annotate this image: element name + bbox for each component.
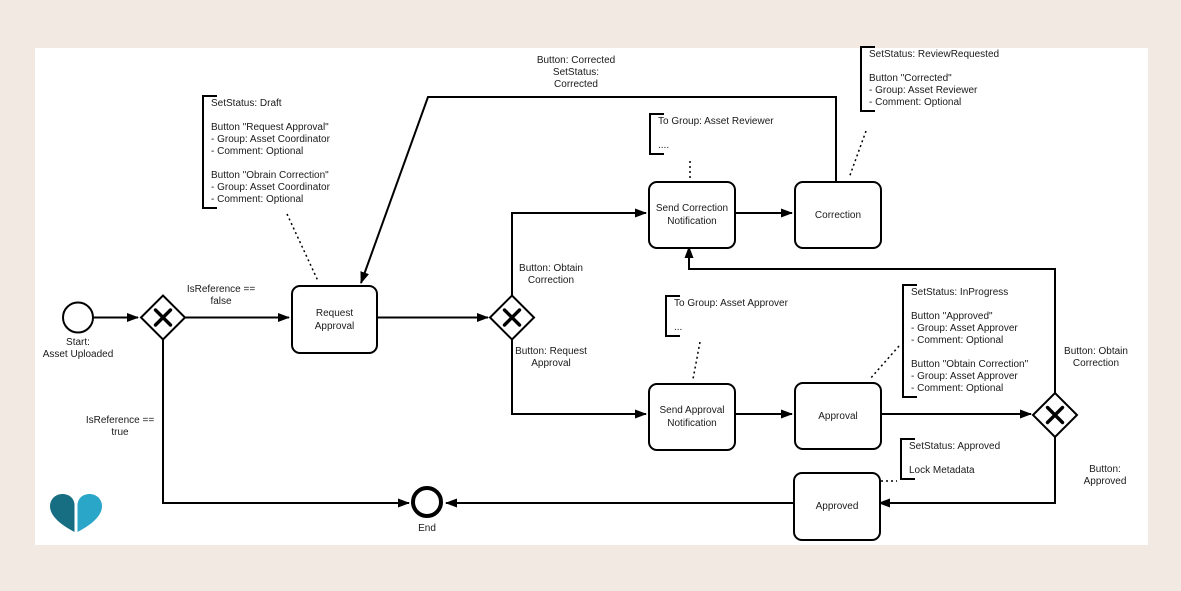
flow-gateway3-to-approved	[878, 437, 1056, 508]
link-approver-note	[692, 341, 701, 380]
flow-gateway2-to-send-approval	[511, 339, 647, 419]
edge-label-button-request-approval: Button: Request Approval	[515, 346, 587, 369]
note-to-group-reviewer: To Group: Asset Reviewer ....	[649, 113, 776, 155]
edge-label-button-obtain-correction-right: Button: Obtain Correction	[1064, 346, 1128, 369]
end-event-label: End	[418, 523, 436, 534]
link-draft-note	[286, 213, 319, 282]
logo-left-half	[50, 494, 75, 532]
edge-label-isreference-true: IsReference == true	[85, 415, 155, 438]
note-review-requested: SetStatus: ReviewRequested Button "Corre…	[860, 46, 1001, 112]
note-to-group-approver: To Group: Asset Approver ...	[665, 295, 790, 337]
edge-label-button-approved: Button: Approved	[1083, 464, 1127, 487]
link-review-requested-note	[848, 130, 867, 179]
task-send-approval-notification: Send Approval Notification	[648, 383, 736, 451]
annotation-links	[286, 130, 900, 482]
diagram-canvas	[35, 48, 1148, 545]
note-in-progress: SetStatus: InProgress Button "Approved" …	[902, 284, 1030, 398]
task-request-approval: Request Approval	[291, 285, 378, 354]
task-correction: Correction	[794, 181, 882, 249]
flow-correction-to-request-approval	[360, 96, 837, 284]
task-approval: Approval	[794, 382, 882, 450]
note-draft-status: SetStatus: Draft Button "Request Approva…	[202, 95, 332, 209]
edge-label-isreference-false: IsReference == false	[186, 284, 256, 307]
start-event-label: Start: Asset Uploaded	[42, 337, 114, 360]
gateway-2-x-icon	[502, 308, 522, 327]
logo-right-half	[77, 494, 102, 532]
edge-label-button-corrected: Button: Corrected SetStatus: Corrected	[536, 55, 616, 90]
gateway-3	[1031, 391, 1079, 439]
flow-gateway1-to-end	[162, 339, 410, 508]
edge-label-button-obtain-correction-mid: Button: Obtain Correction	[519, 263, 583, 286]
split-heart-logo	[50, 494, 102, 532]
task-send-correction-notification: Send Correction Notification	[648, 181, 736, 249]
link-in-progress-note	[869, 345, 900, 380]
gateway-3-x-icon	[1045, 405, 1065, 425]
gateway-2	[488, 294, 536, 341]
flow-gateway2-to-send-correction	[511, 208, 647, 296]
task-approved: Approved	[793, 472, 881, 541]
flow-gateway3-to-send-correction	[684, 246, 1056, 393]
gateway-1-x-icon	[153, 308, 173, 327]
note-approved-status: SetStatus: Approved Lock Metadata	[900, 438, 1002, 480]
end-event-circle	[411, 486, 443, 518]
start-event-circle	[62, 301, 94, 334]
sequence-flows	[93, 96, 1056, 508]
gateway-1	[139, 294, 187, 341]
